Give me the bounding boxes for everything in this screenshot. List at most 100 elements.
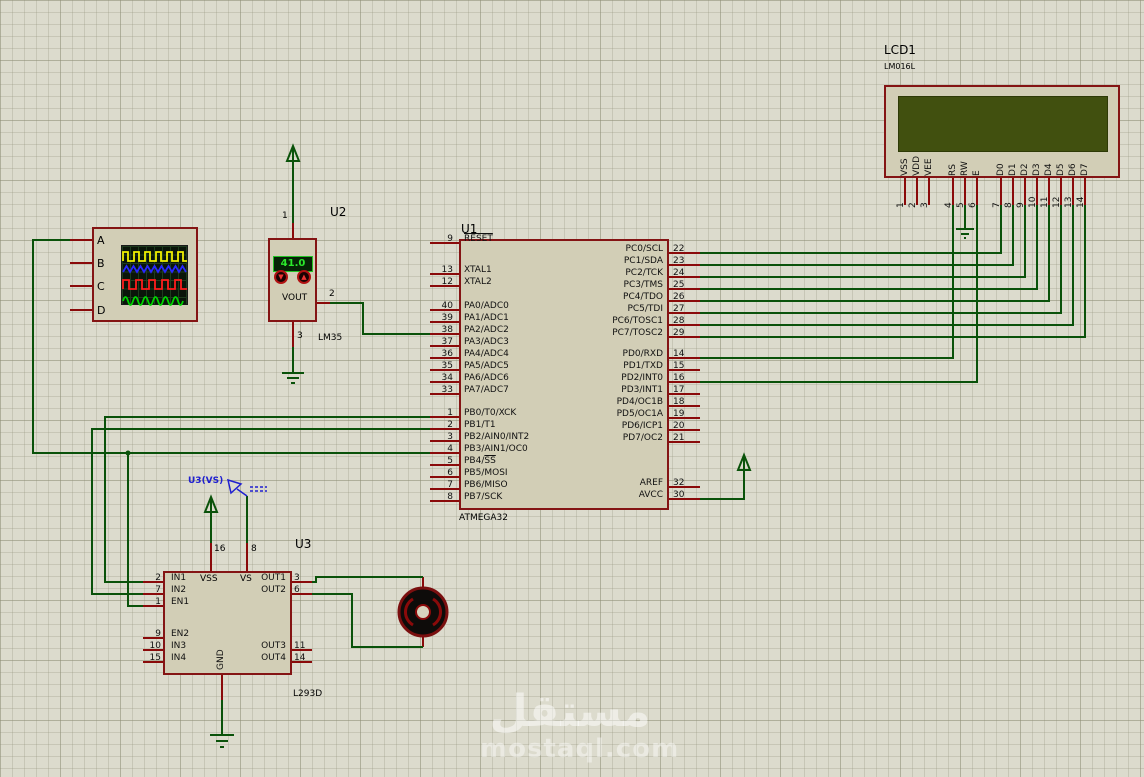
lcd-pin-number: 9: [1016, 202, 1026, 208]
lm35-increase-button[interactable]: ▲: [297, 270, 311, 284]
lcd-pin-name: RS: [948, 164, 958, 176]
u1-part-label: ATMEGA32: [459, 513, 508, 523]
lcd-pin-name: D3: [1032, 163, 1042, 176]
chip-pin-row[interactable]: 1 EN1: [147, 596, 277, 608]
lcd-pin-name: D4: [1044, 163, 1054, 176]
chip-pin-row[interactable]: PD6/ICP1 20: [445, 420, 703, 432]
pin-name: PD6/ICP1: [621, 421, 663, 431]
motor[interactable]: [397, 586, 449, 638]
lcd-control-pin-group: RS 4 RW 5 E 6: [944, 134, 983, 208]
pin-number: 16: [673, 373, 685, 383]
pin-number: 20: [673, 421, 685, 431]
lcd-pin-name: D2: [1020, 163, 1030, 176]
pin-number: 3: [294, 573, 300, 583]
u1-right-pin-group-1: PD0/RXD 14 PD1/TXD 15 PD2/INT0 16 PD3/IN…: [445, 348, 703, 444]
chip-pin-row[interactable]: PC6/TOSC1 28: [445, 315, 703, 327]
lcd-pin-number: 1: [896, 202, 906, 208]
pin-name: PC4/TDO: [623, 292, 663, 302]
watermark-arabic: مستقل: [489, 686, 651, 737]
chip-pin-row[interactable]: OUT4 14: [180, 652, 320, 664]
pin-name: AREF: [639, 478, 663, 488]
lcd-pin-number: 13: [1064, 196, 1074, 208]
chip-pin-row[interactable]: AVCC 30: [445, 489, 703, 501]
lcd-pin[interactable]: D7 14: [1076, 134, 1091, 208]
chip-pin-row[interactable]: OUT3 11: [180, 640, 320, 652]
pin-name: PD4/OC1B: [616, 397, 663, 407]
pin-name: PC1/SDA: [623, 256, 663, 266]
lcd-pin-number: 8: [1004, 202, 1014, 208]
chip-pin-row[interactable]: 5 PB4/SS: [431, 455, 663, 467]
chip-pin-row[interactable]: PD7/OC2 21: [445, 432, 703, 444]
pin-number: 32: [673, 478, 685, 488]
u2-ref-label: U2: [330, 205, 347, 219]
chip-pin-row[interactable]: PD4/OC1B 18: [445, 396, 703, 408]
pin-number: 6: [294, 585, 300, 595]
chip-pin-row[interactable]: OUT2 6: [180, 584, 320, 596]
u3-pin16-number: 16: [214, 544, 226, 554]
chip-pin-row[interactable]: PC1/SDA 23: [445, 255, 703, 267]
u1-right-pin-group-0: PC0/SCL 22 PC1/SDA 23 PC2/TCK 24 PC3/TMS…: [445, 243, 703, 339]
pin-number: 23: [673, 256, 685, 266]
lcd-pin-number: 4: [944, 202, 954, 208]
lm35-vout-label: VOUT: [282, 293, 308, 303]
pin-name-text: PB4/: [464, 456, 485, 466]
chip-pin-row[interactable]: 4 PB3/AIN1/OC0: [431, 443, 663, 455]
pin-number: 17: [673, 385, 685, 395]
pin-number: 18: [673, 397, 685, 407]
scope-channel-c-label: C: [97, 280, 105, 293]
u3-right-pin-group-0: OUT1 3 OUT2 6: [180, 572, 320, 596]
chip-pin-row[interactable]: PD5/OC1A 19: [445, 408, 703, 420]
chip-pin-row[interactable]: 9 EN2: [147, 628, 277, 640]
pin-name: PB4/SS: [464, 455, 496, 467]
chip-pin-row[interactable]: PC2/TCK 24: [445, 267, 703, 279]
pin-name: PD2/INT0: [621, 373, 663, 383]
chip-pin-row[interactable]: PC5/TDI 27: [445, 303, 703, 315]
junction-dot: [125, 450, 131, 456]
u3-vs-net-label[interactable]: U3(VS): [188, 476, 224, 486]
pin-number: 22: [673, 244, 685, 254]
chip-pin-row[interactable]: PC3/TMS 25: [445, 279, 703, 291]
lcd-pin-name: D7: [1080, 163, 1090, 176]
lcd-pin-number: 12: [1052, 196, 1062, 208]
u1-right-pin-group-2: AREF 32 AVCC 30: [445, 477, 703, 501]
pin-name: EN1: [171, 597, 190, 607]
lcd-pin-number: 7: [992, 202, 1002, 208]
pin-number: 19: [673, 409, 685, 419]
chip-pin-row[interactable]: PD1/TXD 15: [445, 360, 703, 372]
chip-pin-row[interactable]: PC4/TDO 26: [445, 291, 703, 303]
pin-number: 9: [155, 629, 161, 639]
chip-pin-row[interactable]: PC7/TOSC2 29: [445, 327, 703, 339]
pin-name: PD1/TXD: [623, 361, 663, 371]
lcd-pin-number: 5: [956, 202, 966, 208]
lm35-decrease-button[interactable]: ▼: [274, 270, 288, 284]
chip-pin-row[interactable]: PC0/SCL 22: [445, 243, 703, 255]
lcd-pin-name: D1: [1008, 163, 1018, 176]
lcd-data-bus-wires[interactable]: [700, 205, 1086, 338]
pin-number: 24: [673, 268, 685, 278]
lm35-pin1-number: 1: [282, 211, 288, 221]
chip-pin-row[interactable]: AREF 32: [445, 477, 703, 489]
pin-name: OUT4: [261, 653, 286, 663]
lcd-pin[interactable]: E 6: [968, 134, 983, 208]
lcd-pin[interactable]: VEE 3: [920, 134, 935, 208]
lcd-pin-name: RW: [960, 161, 970, 176]
pin-number: 14: [294, 653, 306, 663]
pin-name: PD7/OC2: [622, 433, 663, 443]
motor-wires[interactable]: [312, 576, 423, 648]
net-pointer-icon[interactable]: [226, 478, 267, 497]
pin-number: 28: [673, 316, 685, 326]
pin-number: 27: [673, 304, 685, 314]
lcd-control-wires[interactable]: [700, 205, 978, 383]
pin-name: PC3/TMS: [623, 280, 663, 290]
lm35-pin3-number: 3: [297, 331, 303, 341]
chip-pin-row[interactable]: PD2/INT0 16: [445, 372, 703, 384]
chip-pin-row[interactable]: PD3/INT1 17: [445, 384, 703, 396]
u3-right-pin-group-1: OUT3 11 OUT4 14: [180, 640, 320, 664]
pin-name: OUT1: [261, 573, 286, 583]
chip-pin-row[interactable]: PD0/RXD 14: [445, 348, 703, 360]
pin-number: 11: [294, 641, 306, 651]
lcd-pin-number: 3: [920, 202, 930, 208]
watermark-domain: mostaql.com: [480, 734, 680, 764]
chip-pin-row[interactable]: OUT1 3: [180, 572, 320, 584]
